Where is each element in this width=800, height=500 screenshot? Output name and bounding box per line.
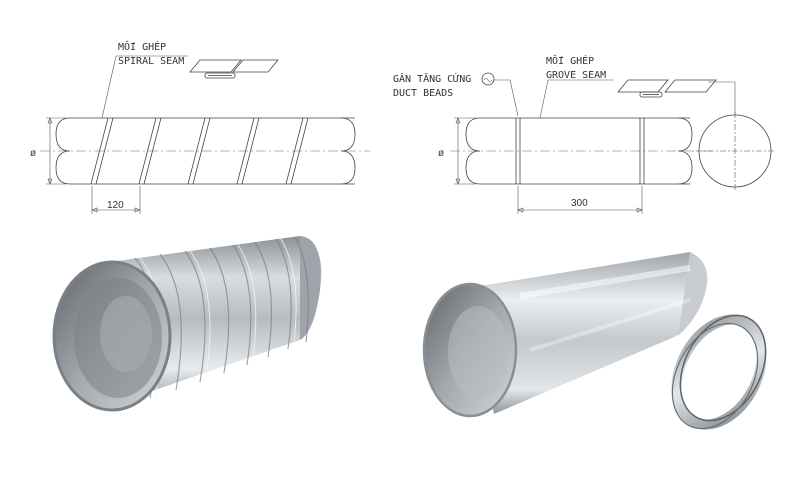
grove-duct-photo [422, 252, 767, 430]
spiral-diameter-symbol: ø [30, 148, 36, 159]
spiral-seam-detail-icon [189, 59, 279, 79]
grove-diameter-symbol: ø [438, 148, 444, 159]
duct-beads-label-en: DUCT BEADS [393, 88, 453, 99]
grove-seam-detail-icon [617, 79, 717, 98]
grove-duct-drawing: ø 300 GÂN TĂNG CỨNG DUCT BEADS MỐI GHÉP … [393, 54, 774, 214]
coupling-ring [671, 314, 767, 430]
grove-seam-label-en: GROVE SEAM [546, 70, 606, 81]
duct-bead-lines [515, 118, 645, 184]
spiral-duct-photo [52, 236, 322, 412]
bead-symbol-icon [481, 72, 495, 86]
grove-spacing-value: 300 [571, 198, 588, 209]
spiral-seam-label-vi: MỐI GHÉP [118, 40, 166, 53]
spiral-duct-drawing: ø 120 MỐI GHÉP SPIRAL SEAM [30, 40, 370, 214]
spiral-seam-label-en: SPIRAL SEAM [118, 56, 184, 67]
duct-beads-label-vi: GÂN TĂNG CỨNG [393, 72, 471, 85]
grove-seam-label-vi: MỐI GHÉP [546, 54, 594, 67]
spiral-seam-lines [90, 117, 309, 185]
spiral-pitch-value: 120 [107, 200, 124, 211]
